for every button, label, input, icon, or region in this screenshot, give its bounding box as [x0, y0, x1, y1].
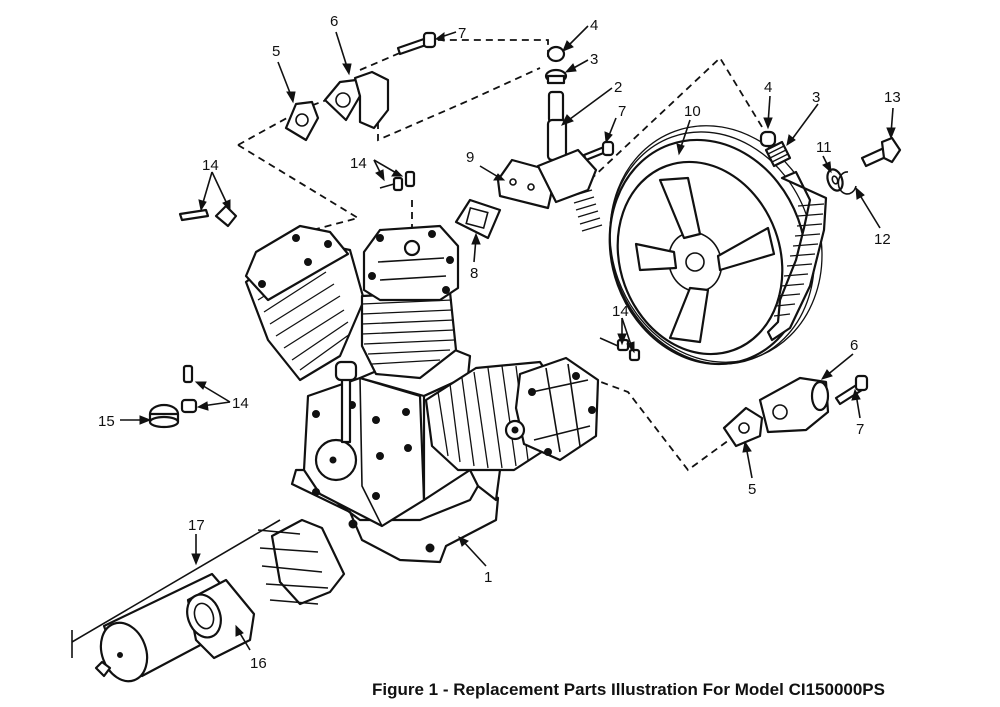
valve-cap-part-4-top — [546, 45, 566, 63]
fittings-part-14-lower-left — [180, 364, 198, 414]
valve-nut-part-3-right — [764, 140, 792, 168]
callout-1: 1 — [484, 569, 492, 586]
elbow-fitting-part-6-right — [758, 376, 830, 434]
callout-15: 15 — [98, 413, 115, 430]
unloader-spring-part-2 — [546, 90, 568, 162]
callout-11: 11 — [816, 139, 832, 156]
callout-12: 12 — [874, 231, 891, 248]
discharge-tube — [766, 170, 828, 342]
flywheel-bolt-part-13 — [860, 136, 902, 168]
callout-3-top: 3 — [590, 51, 598, 68]
callout-3-right: 3 — [812, 89, 820, 106]
left-cylinder — [244, 224, 366, 382]
callout-7-right: 7 — [856, 421, 864, 438]
gasket-part-5-right — [722, 406, 764, 448]
unloader-block-part-9 — [496, 148, 603, 232]
flywheel-part-10 — [608, 125, 823, 366]
elbow-fitting-part-6-top — [323, 70, 390, 130]
bolt-part-7-top — [396, 31, 437, 56]
fittings-part-14-top — [379, 170, 416, 192]
callout-8: 8 — [470, 265, 478, 282]
figure-caption: Figure 1 - Replacement Parts Illustratio… — [372, 680, 885, 699]
callout-7-middle: 7 — [618, 103, 626, 120]
valve-nut-part-3-top — [544, 68, 568, 85]
callout-9: 9 — [466, 149, 474, 166]
callout-14-right: 14 — [612, 303, 629, 320]
callout-5-right: 5 — [748, 481, 756, 498]
callout-4-top: 4 — [590, 17, 598, 34]
air-filter-assembly-part-17 — [71, 518, 346, 683]
callout-6-right: 6 — [850, 337, 858, 354]
breather-cap-part-15 — [148, 403, 180, 429]
middle-cylinder — [360, 224, 460, 380]
callout-13: 13 — [884, 89, 901, 106]
callout-14-top: 14 — [350, 155, 367, 172]
leader-arrows — [120, 25, 896, 651]
washer-part-11 — [826, 168, 844, 192]
bolt-part-7-right — [834, 374, 869, 406]
callout-17: 17 — [188, 517, 205, 534]
bolt-part-7-middle — [582, 140, 615, 162]
gasket-plate-part-8 — [454, 198, 502, 240]
callout-5-top: 5 — [272, 43, 280, 60]
lockwasher-part-12 — [837, 171, 857, 195]
callout-14-lower-left: 14 — [232, 395, 249, 412]
callout-14-left: 14 — [202, 157, 219, 174]
callout-7-top: 7 — [458, 25, 466, 42]
callout-2: 2 — [614, 79, 622, 96]
callout-4-right: 4 — [764, 79, 772, 96]
callout-6-top: 6 — [330, 13, 338, 30]
callout-labels: 7 6 5 4 3 2 7 10 4 3 13 11 12 14 14 9 8 … — [98, 13, 901, 672]
gasket-part-5-top — [284, 100, 320, 142]
valve-cap-part-4-right — [759, 130, 777, 148]
callout-10: 10 — [684, 103, 701, 120]
fittings-part-14-left — [178, 204, 238, 228]
callout-16: 16 — [250, 655, 267, 672]
right-cylinder — [424, 356, 600, 472]
